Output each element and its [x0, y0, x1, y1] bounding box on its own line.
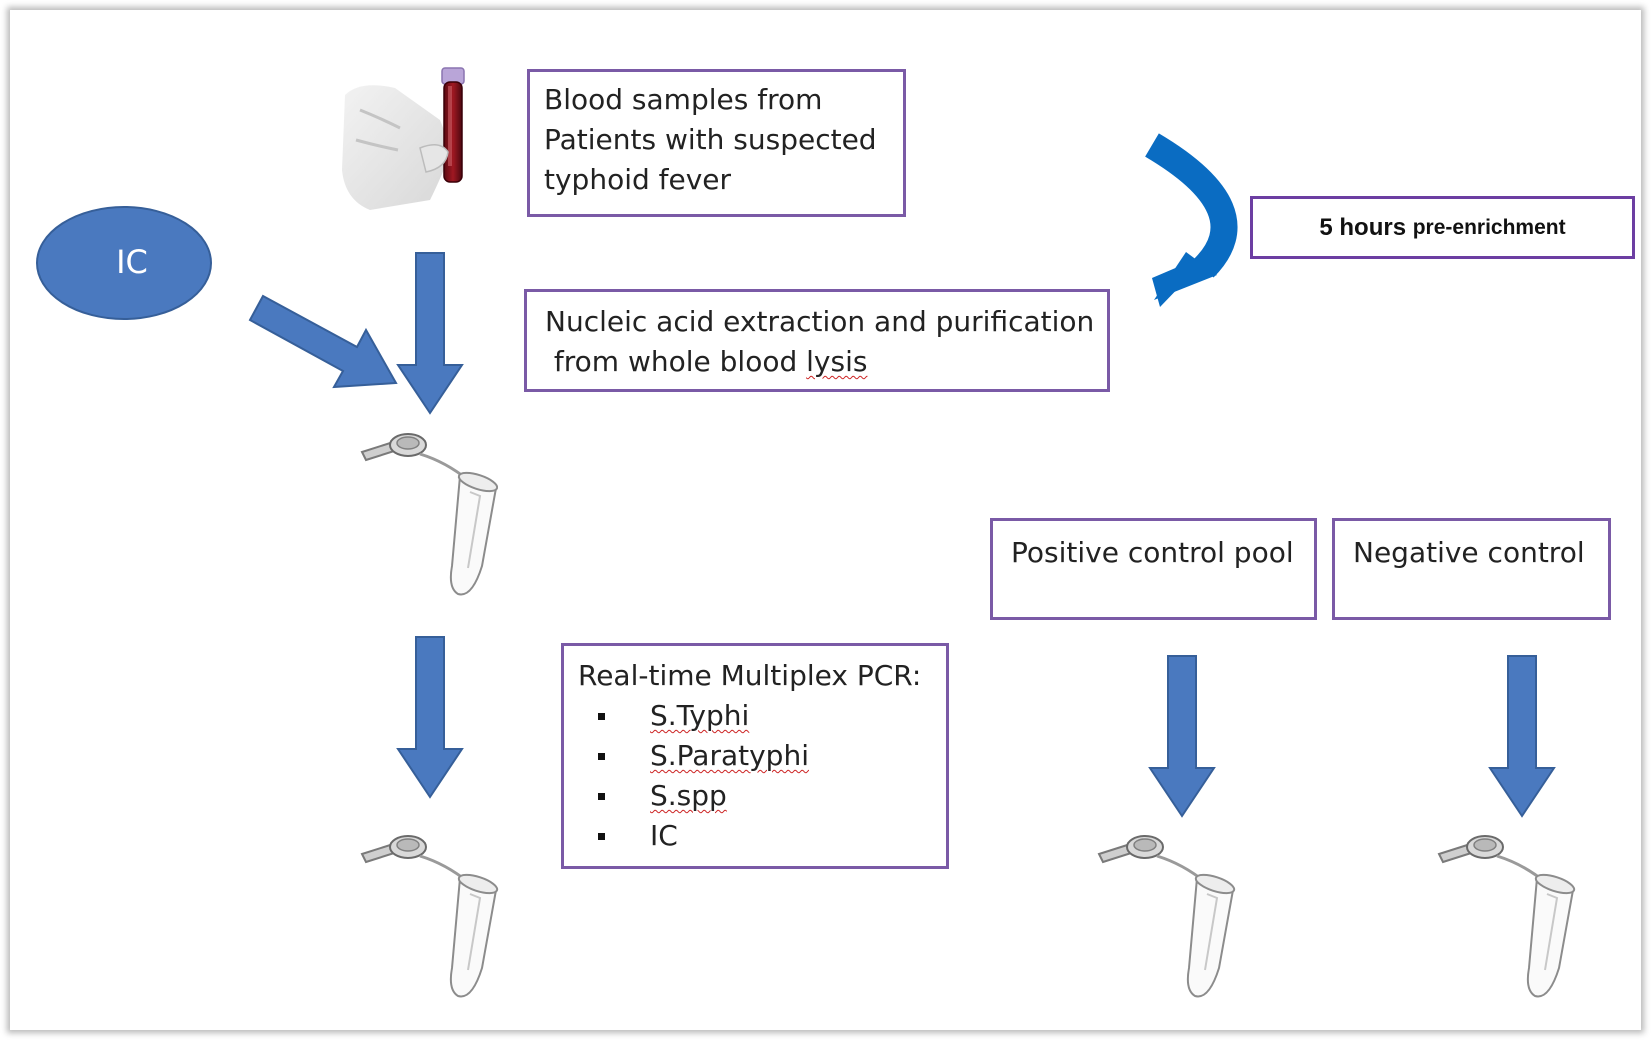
- pcr-target-label: IC: [650, 819, 678, 852]
- pcr-box: Real-time Multiplex PCR: S.Typhi S.Parat…: [561, 643, 949, 869]
- positive-control-box: Positive control pool: [990, 518, 1317, 620]
- bullet-icon: [598, 833, 605, 840]
- blood-samples-line: Patients with suspected: [544, 123, 877, 156]
- pcr-target: S.Typhi: [578, 696, 932, 736]
- lysis-word: lysis: [806, 345, 868, 378]
- pcr-target: S.spp: [578, 776, 932, 816]
- nucleic-acid-line: Nucleic acid extraction and purification: [545, 305, 1095, 338]
- bullet-icon: [598, 793, 605, 800]
- pcr-target-list: S.Typhi S.Paratyphi S.spp IC: [578, 696, 932, 856]
- ic-ellipse: [36, 206, 212, 320]
- blood-tube-photo: [338, 62, 468, 212]
- eppendorf-tube-icon: [360, 432, 501, 596]
- enrichment-hours: 5 hours: [1319, 213, 1407, 241]
- negative-control-box: Negative control: [1332, 518, 1611, 620]
- down-arrow-negative: [1489, 655, 1555, 817]
- eppendorf-tube-icon: [1097, 834, 1238, 998]
- nucleic-acid-line: from whole blood lysis: [545, 342, 1089, 382]
- pcr-target: IC: [578, 816, 932, 856]
- pre-enrichment-box: 5 hours pre-enrichment: [1250, 196, 1635, 259]
- pcr-title: Real-time Multiplex PCR:: [578, 659, 922, 692]
- enrichment-text: pre-enrichment: [1412, 215, 1566, 239]
- down-arrow-pcr: [397, 636, 463, 798]
- pcr-target-label: S.spp: [650, 779, 727, 812]
- eppendorf-tube-icon: [1437, 834, 1578, 998]
- down-arrow-extraction: [397, 252, 463, 414]
- ic-arrow: [248, 294, 398, 389]
- nucleic-acid-box: Nucleic acid extraction and purification…: [524, 289, 1110, 392]
- bullet-icon: [598, 713, 605, 720]
- negative-control-label: Negative control: [1353, 536, 1585, 569]
- pcr-target-label: S.Typhi: [650, 699, 750, 732]
- blood-samples-line: Blood samples from: [544, 83, 823, 116]
- blood-samples-line: typhoid fever: [544, 163, 732, 196]
- nucleic-acid-line-text: from whole blood: [545, 345, 807, 378]
- bullet-icon: [598, 753, 605, 760]
- pcr-target-label: S.Paratyphi: [650, 739, 809, 772]
- curved-arrow-icon: [1145, 133, 1238, 307]
- blood-samples-box: Blood samples from Patients with suspect…: [527, 69, 906, 217]
- ic-label: IC: [116, 243, 148, 281]
- pcr-target: S.Paratyphi: [578, 736, 932, 776]
- positive-control-label: Positive control pool: [1011, 536, 1294, 569]
- eppendorf-tube-icon: [360, 834, 501, 998]
- down-arrow-positive: [1149, 655, 1215, 817]
